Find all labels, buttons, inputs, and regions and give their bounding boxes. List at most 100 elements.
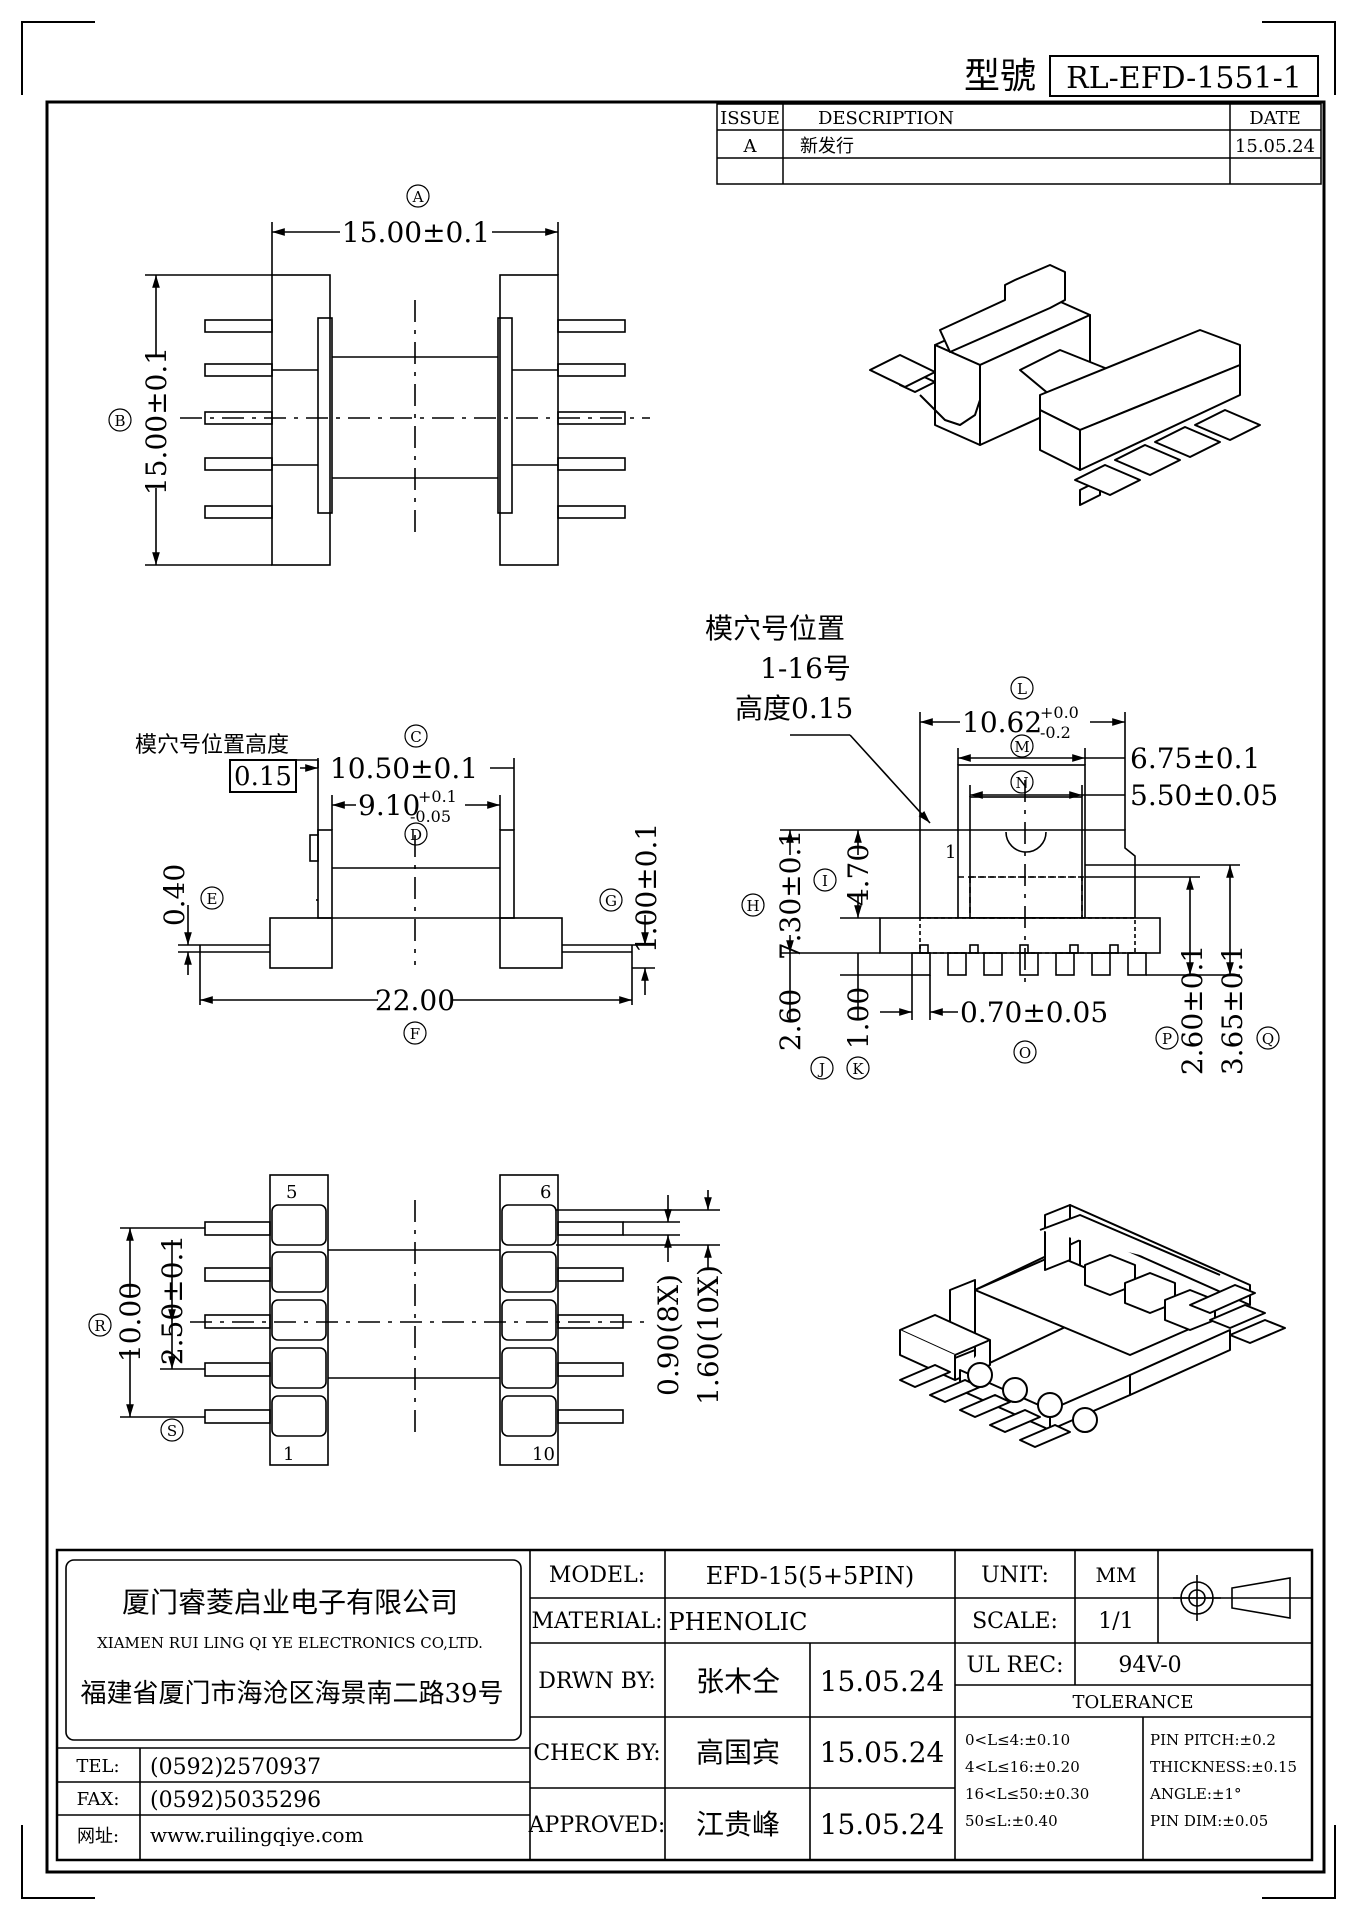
pin-label-6: 6 [540,1182,551,1203]
dim-M: 6.75±0.1 [1130,742,1260,775]
tag-I: I [822,872,828,890]
tolerance-7: ANGLE:±1° [1149,1785,1242,1803]
dim-D-tol-up: +0.1 [418,787,457,806]
cavity-label-1: 模穴号位置 [705,612,845,645]
dim-P: 2.60±0.1 [1176,945,1209,1075]
dim-H: 7.30±0.1 [774,830,807,960]
model-header: 型號 RL-EFD-1551-1 [964,55,1319,97]
tag-E: E [207,890,218,908]
dim-8x: 0.90(8X) [652,1274,685,1396]
unit-value: MM [1096,1563,1137,1587]
sheet-border [45,100,1326,1874]
side-view [178,758,655,1005]
cavity-height-label: 模穴号位置高度 [135,733,289,758]
dim-C: 10.50±0.1 [330,752,478,785]
tag-F: F [410,1025,420,1043]
scale-label: SCALE: [972,1609,1058,1634]
tag-C: C [410,728,421,746]
model-label: 型號 [964,56,1036,97]
cavity-label-2: 1-16号 [760,652,851,685]
dim-L: 10.62 [962,706,1042,739]
pin-label-5: 5 [286,1182,297,1203]
pin-one-marker: 1 [945,842,956,863]
tag-Q: Q [1262,1030,1274,1048]
top-view [145,222,650,566]
check-label: CHECK BY: [533,1741,660,1766]
isometric-view-top [869,264,1261,506]
title-block [55,1548,1314,1862]
revision-issue: A [743,136,758,157]
tolerance-5: PIN PITCH:±0.2 [1150,1731,1276,1749]
revision-table [716,103,1322,185]
tag-O: O [1019,1044,1031,1062]
dim-D-tol-down: -0.05 [410,807,451,826]
company-name-cn: 厦门睿菱启业电子有限公司 [122,1586,458,1619]
dim-A: 15.00±0.1 [342,216,490,249]
dim-L-tol-up: +0.0 [1040,703,1079,722]
corner-marks [21,21,1336,1899]
revision-description: 新发行 [800,136,854,157]
tolerance-3: 16<L≤50:±0.30 [965,1785,1089,1803]
material-label: MATERIAL: [531,1609,662,1634]
fax-label: FAX: [77,1789,120,1810]
dim-K: 1.00 [842,987,875,1049]
model-value-tb: EFD-15(5+5PIN) [706,1562,915,1590]
dim-L-tol-down: -0.2 [1040,723,1071,742]
tag-K: K [852,1060,864,1078]
drawn-date: 15.05.24 [820,1665,945,1698]
ul-value: 94V-0 [1118,1653,1181,1678]
dim-S: 2.50±0.1 [156,1235,189,1365]
approved-date: 15.05.24 [820,1808,945,1841]
tag-D: D [410,826,422,844]
dim-O: 0.70±0.05 [960,996,1108,1029]
tolerance-6: THICKNESS:±0.15 [1150,1758,1297,1776]
tolerance-4: 50≤L:±0.40 [965,1812,1058,1830]
tolerance-2: 4<L≤16:±0.20 [965,1758,1080,1776]
pin-label-10: 10 [532,1444,555,1465]
dim-D: 9.10 [358,789,420,822]
dim-B: 15.00±0.1 [140,347,173,495]
dim-N: 5.50±0.05 [1130,779,1278,812]
company-address: 福建省厦门市海沧区海景南二路39号 [80,1679,503,1709]
approved-name: 江贵峰 [696,1808,780,1841]
tag-A: A [412,188,424,206]
revision-header-issue: ISSUE [720,108,780,129]
dim-10x: 1.60(10X) [692,1265,725,1405]
scale-value: 1/1 [1098,1609,1133,1634]
check-name: 高国宾 [696,1736,780,1769]
tag-N: N [1015,774,1028,792]
dim-E: 0.40 [158,864,191,926]
drawn-label: DRWN BY: [538,1669,656,1694]
ul-label: UL REC: [966,1653,1063,1678]
tag-G: G [605,892,617,910]
tolerance-1: 0<L≤4:±0.10 [965,1731,1070,1749]
dim-Q: 3.65±0.1 [1216,945,1249,1075]
approved-label: APPROVED: [528,1813,666,1838]
fax-value: (0592)5035296 [150,1788,321,1813]
dim-J: 2.60 [774,989,807,1051]
model-label-tb: MODEL: [549,1563,645,1588]
web-label: 网址: [77,1826,119,1847]
tag-B: B [114,412,125,430]
pin-label-1: 1 [283,1444,294,1465]
tag-H: H [746,897,759,915]
tag-J: J [817,1060,825,1078]
tag-R: R [94,1317,106,1335]
cavity-label-3: 高度0.15 [735,692,853,725]
dim-I: 4.70 [842,844,875,906]
tolerance-label: TOLERANCE [1072,1692,1193,1713]
material-value: PHENOLIC [668,1608,807,1636]
dim-R: 10.00 [114,1282,147,1362]
tag-P: P [1162,1030,1172,1048]
tag-S: S [167,1422,177,1440]
dim-F: 22.00 [375,984,455,1017]
unit-label: UNIT: [981,1563,1049,1588]
revision-header-date: DATE [1249,108,1301,129]
check-date: 15.05.24 [820,1736,945,1769]
bottom-view [120,1174,720,1466]
tolerance-8: PIN DIM:±0.05 [1150,1812,1268,1830]
cavity-height-value: 0.15 [234,762,292,792]
web-value: www.ruilingqiye.com [150,1823,364,1847]
revision-header-description: DESCRIPTION [818,108,954,129]
